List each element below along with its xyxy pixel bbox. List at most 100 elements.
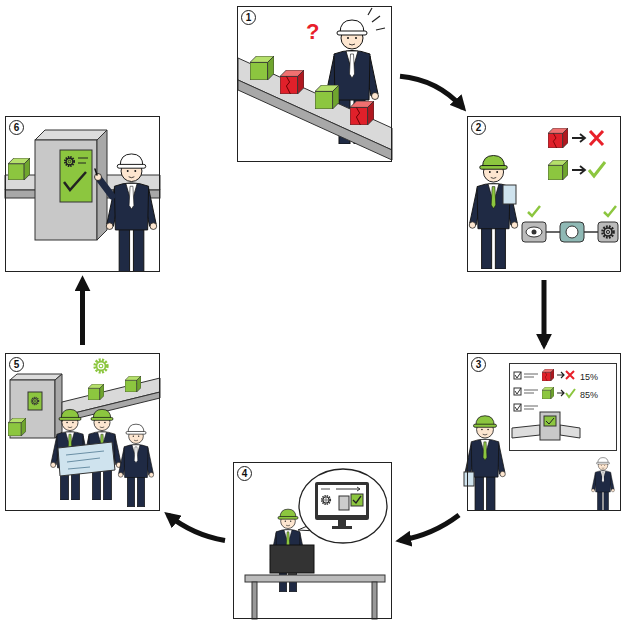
- machine-screen: [28, 392, 42, 410]
- machine-top: [35, 130, 107, 140]
- cycle-arrow: [168, 515, 225, 541]
- arrow-icon: [572, 166, 585, 174]
- screen-frame: [315, 482, 369, 520]
- good-cube-icon: [548, 160, 568, 180]
- finger: [95, 169, 97, 175]
- arrow-icon: [557, 390, 564, 396]
- cross-icon: [566, 371, 574, 379]
- step-panel: 6: [5, 116, 160, 272]
- check-box: [351, 494, 363, 506]
- percentage-label: 85%: [580, 390, 598, 401]
- desk-leg: [252, 582, 257, 619]
- gear-icon: [32, 398, 39, 405]
- good-cube: [8, 158, 30, 180]
- eye-box: [522, 222, 546, 242]
- gear-icon: [65, 157, 74, 166]
- check-icon: [528, 206, 540, 216]
- question-mark: ?: [306, 20, 319, 44]
- cycle-arrow: [80, 280, 85, 345]
- step-panel: 3 15% 85%: [467, 353, 621, 511]
- callout-number: 3: [471, 357, 486, 372]
- gear-box: [598, 222, 618, 242]
- desk: [245, 575, 385, 582]
- whiteboard: 15% 85%: [509, 363, 617, 451]
- text-lines: [78, 158, 88, 163]
- monitor: [270, 545, 314, 573]
- panel-4-art: [245, 469, 387, 619]
- speech-bubble: [299, 469, 387, 543]
- screen: [318, 485, 366, 515]
- check-icon: [589, 162, 605, 176]
- gear-icon: [602, 226, 613, 237]
- gear-icon: [95, 360, 108, 373]
- manager: [592, 458, 615, 511]
- good-cube: [8, 418, 26, 436]
- good-cube: [250, 56, 274, 80]
- manager: [118, 424, 153, 507]
- engineer: [465, 416, 506, 511]
- pupil: [532, 230, 537, 235]
- good-cube-icon: [542, 387, 554, 399]
- screen-stand: [338, 520, 346, 526]
- bad-cube-icon: [548, 128, 568, 148]
- machine-sketch: [512, 412, 580, 440]
- tablet: [464, 472, 474, 486]
- callout-number: 4: [237, 466, 252, 481]
- bad-cube-icon: [542, 369, 554, 381]
- panel-2-art: [469, 128, 618, 269]
- manager: [106, 154, 156, 272]
- text-lines: [321, 489, 330, 490]
- callout-number: 5: [9, 357, 24, 372]
- pointing-arm: [100, 180, 112, 196]
- desk-leg: [372, 582, 377, 619]
- part-sketch: [339, 496, 349, 510]
- check-icon: [353, 496, 361, 503]
- machine: [35, 140, 97, 240]
- good-cube: [125, 376, 141, 392]
- callout-number: 2: [471, 120, 486, 135]
- check-icon: [566, 389, 575, 397]
- bad-cube: [350, 101, 374, 125]
- machine-top: [10, 374, 62, 380]
- camera-lens: [566, 226, 578, 238]
- cycle-arrow: [542, 280, 547, 345]
- machine-screen: [60, 150, 92, 202]
- cross-icon: [590, 131, 603, 145]
- panel-1-art: [238, 8, 392, 160]
- good-cube: [88, 384, 104, 400]
- check-icon: [604, 206, 616, 216]
- step-panel: 5: [5, 353, 160, 511]
- checklist: [514, 372, 538, 411]
- arrow-icon: [572, 134, 585, 142]
- bad-cube: [280, 70, 304, 94]
- arrow-icon: [557, 372, 564, 378]
- callout-number: 1: [241, 10, 256, 25]
- gear-icon: [322, 496, 330, 504]
- cycle-arrow: [400, 515, 459, 541]
- eye-icon: [526, 227, 542, 237]
- arrow-icon: [336, 487, 360, 491]
- conveyor-side: [238, 80, 392, 160]
- screen-base: [332, 526, 352, 529]
- hand: [95, 174, 102, 181]
- thinking-lines: [368, 8, 385, 30]
- percentage-label: 15%: [580, 372, 598, 383]
- cycle-arrow: [400, 76, 463, 108]
- camera-icon: [560, 222, 584, 242]
- step-panel: 2: [467, 116, 621, 272]
- blueprint: [58, 442, 115, 476]
- panel-3-art: [464, 369, 614, 511]
- step-panel: 4: [233, 462, 392, 619]
- panel-5-art: [8, 360, 160, 507]
- callout-number: 6: [9, 120, 24, 135]
- blueprint-lines: [66, 451, 104, 469]
- panel-6-art: [5, 130, 160, 272]
- good-cube: [315, 85, 339, 109]
- check-icon: [64, 172, 86, 190]
- machine-side: [55, 374, 62, 438]
- tablet: [503, 185, 516, 204]
- engineer: [469, 155, 518, 269]
